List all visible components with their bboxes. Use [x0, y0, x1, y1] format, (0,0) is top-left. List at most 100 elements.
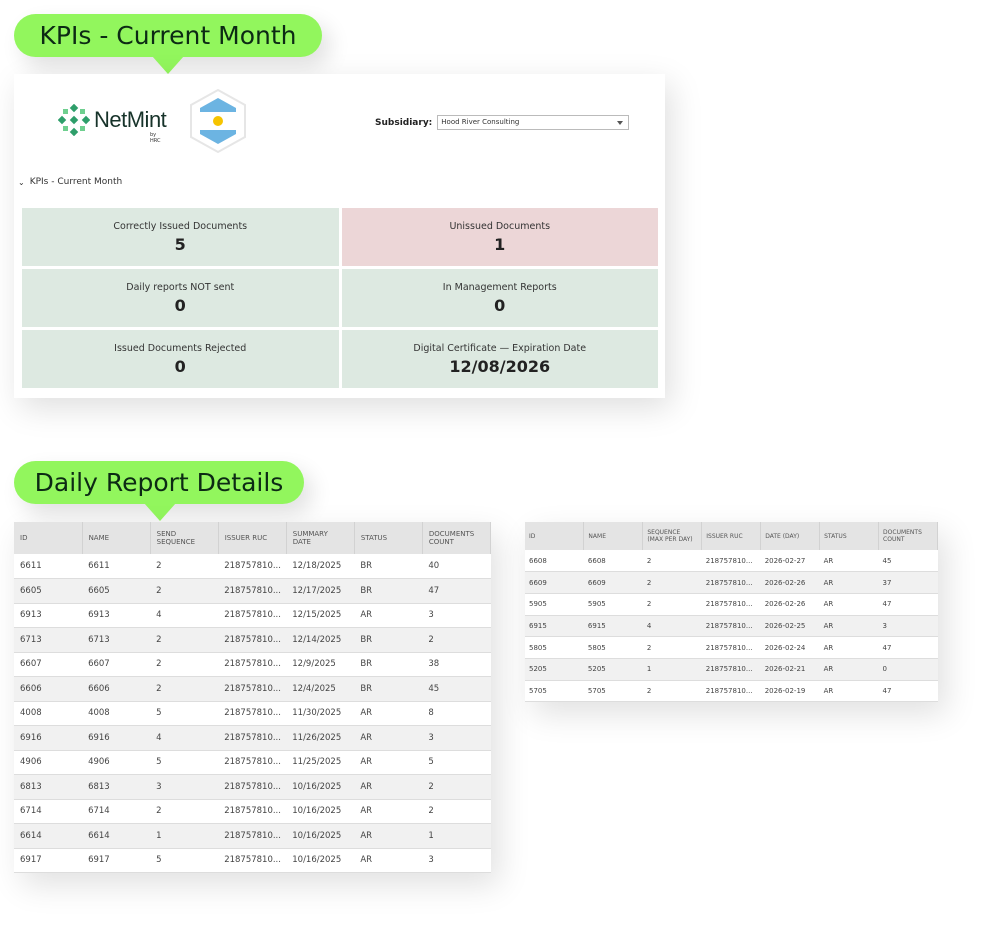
column-header[interactable]: ID — [14, 522, 83, 554]
table-cell: 218757810... — [218, 676, 287, 702]
table-cell: 6608 — [525, 550, 584, 573]
table-cell: AR — [819, 615, 879, 638]
table-cell: 40 — [422, 554, 491, 579]
table-cell: 5905 — [525, 593, 584, 616]
column-header[interactable]: DATE (DAY) — [760, 522, 821, 550]
table-cell: 218757810... — [218, 578, 287, 604]
table-cell: 45 — [878, 550, 938, 573]
table-cell: 4008 — [82, 701, 151, 726]
table-cell: 5705 — [583, 680, 643, 703]
table-cell: 38 — [422, 652, 491, 677]
column-header[interactable]: ISSUER RUC — [218, 522, 287, 554]
table-cell: 2 — [150, 578, 219, 604]
table-cell: AR — [354, 823, 423, 849]
kpi-management-reports: In Management Reports 0 — [341, 269, 658, 327]
table-cell: 45 — [422, 676, 491, 702]
section-title: KPIs - Current Month — [29, 177, 123, 187]
kpi-label: Daily reports NOT sent — [126, 281, 235, 293]
table-cell: 6609 — [583, 571, 643, 594]
subsidiary-select[interactable]: Hood River Consulting — [437, 115, 630, 130]
table-cell: 2 — [422, 799, 491, 824]
logo-text: NetMint — [94, 107, 167, 132]
table-cell: 11/25/2025 — [286, 750, 355, 775]
table-cell: 2026-02-24 — [760, 636, 820, 659]
table-cell: 218757810... — [218, 823, 287, 849]
table-cell: 2 — [150, 799, 219, 824]
column-header[interactable]: NAME — [82, 522, 151, 554]
table-cell: 2 — [642, 550, 702, 573]
table-cell: 12/9/2025 — [286, 652, 355, 677]
table-cell: 6713 — [14, 627, 83, 653]
table-cell: 4906 — [14, 750, 83, 775]
logo-by: by HRC — [150, 132, 161, 144]
table-cell: 6609 — [525, 571, 584, 594]
column-header[interactable]: STATUS — [819, 522, 880, 550]
kpi-value: 5 — [174, 234, 186, 254]
table-cell: AR — [819, 680, 879, 703]
table-cell: AR — [819, 571, 879, 594]
table-cell: 2 — [422, 774, 491, 800]
kpi-value: 12/08/2026 — [449, 356, 551, 376]
kpi-value: 0 — [494, 295, 506, 315]
table-cell: 5 — [150, 750, 219, 775]
table-cell: 2 — [150, 554, 219, 579]
table-cell: BR — [354, 627, 423, 653]
kpi-value: 0 — [174, 295, 186, 315]
table-cell: 12/15/2025 — [286, 603, 355, 628]
table-cell: AR — [354, 750, 423, 775]
column-header[interactable]: SEQUENCE (MAX PER DAY) — [642, 522, 703, 550]
table-cell: 4 — [150, 725, 219, 751]
kpi-label: In Management Reports — [442, 281, 557, 293]
column-header[interactable]: NAME — [583, 522, 644, 550]
table-cell: 5205 — [583, 658, 643, 681]
argentina-flag-icon — [190, 88, 246, 154]
table-cell: 12/18/2025 — [286, 554, 355, 579]
column-header[interactable]: STATUS — [354, 522, 423, 554]
section-toggle-kpis[interactable]: ⌄ KPIs - Current Month — [18, 177, 122, 187]
table-cell: 2 — [642, 680, 702, 703]
column-header[interactable]: DOCUMENTS COUNT — [878, 522, 938, 550]
column-header[interactable]: ID — [525, 522, 585, 550]
table-cell: 218757810... — [701, 680, 761, 703]
table-cell: 11/30/2025 — [286, 701, 355, 726]
table-cell: 47 — [878, 636, 938, 659]
table-cell: 6714 — [14, 799, 83, 824]
column-header[interactable]: SEND SEQUENCE — [150, 522, 219, 554]
column-header[interactable]: DOCUMENTS COUNT — [422, 522, 492, 554]
table-cell: AR — [819, 550, 879, 573]
table-cell: 218757810... — [218, 848, 287, 873]
table-cell: AR — [354, 799, 423, 824]
table-cell: 3 — [422, 603, 491, 628]
table-cell: 10/16/2025 — [286, 799, 355, 824]
column-header[interactable]: SUMMARY DATE — [286, 522, 355, 554]
kpi-value: 1 — [494, 234, 506, 254]
table-cell: AR — [354, 725, 423, 751]
table-cell: 47 — [878, 593, 938, 616]
callout-kpis: KPIs - Current Month — [14, 14, 322, 74]
kpi-label: Correctly Issued Documents — [113, 220, 248, 232]
column-header[interactable]: ISSUER RUC — [701, 522, 762, 550]
